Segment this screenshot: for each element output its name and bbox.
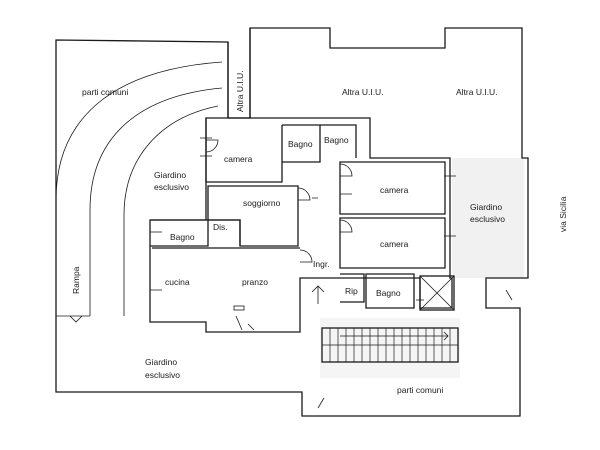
label-dis: Dis.: [213, 222, 228, 232]
staircase: [321, 327, 459, 363]
label-cucina: cucina: [165, 277, 190, 287]
label-ingr: Ingr.: [313, 259, 330, 269]
label-altra-uiu-center: Altra U.I.U.: [342, 87, 384, 97]
label-camera-top-left: camera: [224, 154, 253, 164]
kitchen-fixture: [233, 305, 245, 311]
ramp: [55, 61, 223, 323]
label-camera-right-top: camera: [380, 185, 409, 195]
label-soggiorno: soggiorno: [243, 198, 281, 208]
label-via-sicilia: via Sicilia: [558, 196, 568, 232]
label-giardino-right-2: esclusivo: [470, 214, 505, 224]
label-parti-comuni-bottom: parti comuni: [397, 385, 443, 395]
label-pranzo: pranzo: [242, 277, 268, 287]
label-giardino-right-1: Giardino: [470, 202, 502, 212]
label-altra-uiu-right: Altra U.I.U.: [456, 87, 498, 97]
label-giardino-bottom-2: esclusivo: [145, 370, 180, 380]
label-camera-right-bottom: camera: [380, 239, 409, 249]
label-bagno-top-2: Bagno: [324, 135, 349, 145]
passage-altra-uiu: [227, 28, 251, 118]
apartment-walls: [149, 117, 455, 333]
doors: [205, 139, 353, 304]
label-rampa: Rampa: [71, 266, 81, 294]
label-rip: Rip: [345, 286, 358, 296]
label-bagno-bottom: Bagno: [376, 288, 401, 298]
label-altra-uiu-vertical: Altra U.I.U.: [235, 70, 245, 112]
label-giardino-left-1: Giardino: [154, 170, 186, 180]
label-giardino-left-2: esclusivo: [154, 182, 189, 192]
room-labels: parti comuni Altra U.I.U. Altra U.I.U. A…: [71, 70, 568, 395]
label-giardino-bottom-1: Giardino: [145, 357, 177, 367]
label-bagno-top-1: Bagno: [288, 139, 313, 149]
stair-treads: [329, 328, 451, 362]
dimension-ticks: [150, 137, 513, 409]
label-parti-comuni-top: parti comuni: [82, 87, 128, 97]
label-bagno-left: Bagno: [170, 232, 195, 242]
